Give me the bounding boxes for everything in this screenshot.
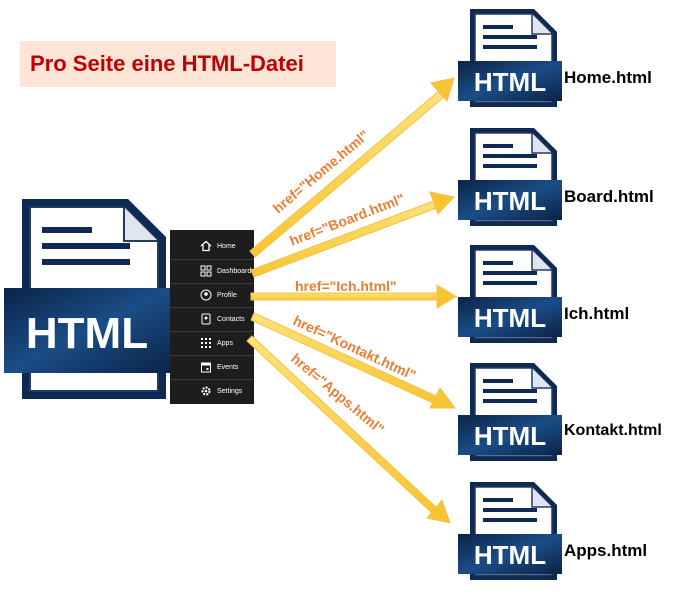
- html-badge-text: HTML: [26, 309, 148, 358]
- html-file-icon: HTML: [458, 9, 562, 107]
- target-filename-ich: Ich.html: [564, 304, 630, 323]
- sidebar-menu: Home Dashboard Profile Contacts Apps Eve…: [170, 230, 254, 404]
- menu-item-label: Dashboard: [217, 268, 252, 275]
- source-html-document: HTML: [4, 197, 170, 403]
- html-file-icon: HTML: [458, 482, 562, 580]
- target-document-ich: HTML: [458, 244, 562, 344]
- html-badge-text: HTML: [474, 303, 546, 333]
- target-document-home: HTML: [458, 8, 562, 108]
- target-filename-kontakt: Kontakt.html: [564, 422, 662, 439]
- title-box: Pro Seite eine HTML-Datei: [20, 41, 336, 87]
- user-circle-icon: [200, 289, 212, 301]
- target-document-board: HTML: [458, 127, 562, 227]
- arrow-board: [250, 191, 455, 278]
- menu-item-apps[interactable]: Apps: [170, 331, 254, 355]
- target-document-apps: HTML: [458, 481, 562, 581]
- target-filename-apps: Apps.html: [564, 541, 648, 560]
- arrow-kontakt: [250, 312, 456, 409]
- html-file-icon: HTML: [458, 363, 562, 461]
- contacts-icon: [201, 313, 211, 325]
- home-icon: [200, 240, 212, 252]
- html-badge-text: HTML: [474, 67, 546, 97]
- target-filename-board: Board.html: [564, 187, 654, 206]
- html-badge-text: HTML: [474, 186, 546, 216]
- menu-item-events[interactable]: Events: [170, 355, 254, 379]
- html-file-icon: HTML: [458, 245, 562, 343]
- menu-item-dashboard[interactable]: Dashboard: [170, 259, 254, 283]
- html-file-icon: HTML: [4, 199, 170, 399]
- menu-item-home[interactable]: Home: [170, 235, 254, 259]
- href-label-ich: href="Ich.html": [295, 278, 397, 294]
- gear-icon: [201, 386, 211, 396]
- menu-item-label: Home: [217, 243, 236, 250]
- menu-item-profile[interactable]: Profile: [170, 283, 254, 307]
- apps-grid-icon: [201, 338, 211, 348]
- arrow-ich: [250, 284, 457, 309]
- menu-item-label: Settings: [217, 388, 243, 395]
- menu-item-label: Apps: [217, 340, 233, 347]
- menu-item-label: Profile: [217, 292, 237, 299]
- html-file-icon: HTML: [458, 128, 562, 226]
- target-document-kontakt: HTML: [458, 362, 562, 462]
- menu-item-label: Events: [217, 364, 239, 371]
- target-filename-home: Home.html: [564, 68, 652, 87]
- arrow-home: [249, 77, 455, 258]
- html-badge-text: HTML: [474, 540, 546, 570]
- menu-item-settings[interactable]: Settings: [170, 379, 254, 403]
- menu-item-contacts[interactable]: Contacts: [170, 307, 254, 331]
- html-badge-text: HTML: [474, 421, 546, 451]
- arrow-apps: [246, 335, 451, 524]
- menu-item-label: Contacts: [217, 316, 245, 323]
- calendar-icon: [201, 362, 211, 373]
- dashboard-icon: [200, 265, 212, 277]
- diagram-title: Pro Seite eine HTML-Datei: [30, 51, 304, 76]
